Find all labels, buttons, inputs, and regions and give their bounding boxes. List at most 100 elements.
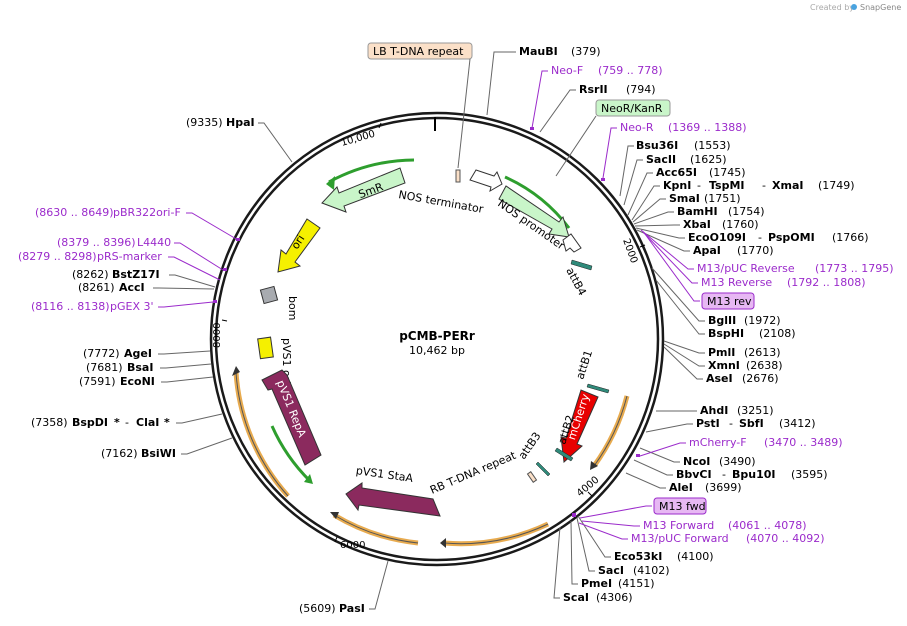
site-ahdi: AhdI <box>700 404 728 417</box>
bottom-right-orange-arc-line <box>443 523 549 545</box>
primer-l4440-range: (8379 .. 8396) <box>57 236 136 249</box>
primers: Neo-F (759 .. 778) Neo-R (1369 .. 1388) … <box>18 64 894 545</box>
site-bglii: BglII <box>708 314 736 327</box>
left-orange-arc-head <box>232 366 240 376</box>
nos-promoter-arrow <box>498 185 570 238</box>
lb-repeat-box-label: LB T-DNA repeat <box>373 45 464 58</box>
site-hpai: HpaI <box>226 116 255 129</box>
primer-m13puc-fwd-range: (4070 .. 4092) <box>746 532 825 545</box>
leader-m13puc-rev <box>640 229 694 270</box>
primer-l4440: L4440 <box>137 236 171 249</box>
plasmid-size: 10,462 bp <box>409 344 465 357</box>
right-orange-arc <box>591 395 630 468</box>
m13rev-box-label: M13 rev <box>707 295 752 308</box>
site-hpai-pos: (9335) <box>186 116 223 129</box>
m13rev-box <box>701 292 755 310</box>
backbone-outer-ring <box>209 111 665 567</box>
site-sacii-pos: (1625) <box>690 153 727 166</box>
site-bamhi-pos: (1754) <box>728 205 765 218</box>
l4440-mark <box>223 268 227 271</box>
site-bsu36i: Bsu36I <box>636 139 678 152</box>
leader-m13puc-fwd <box>578 522 628 540</box>
m13fwd-box <box>653 497 707 515</box>
tick-label-4000: 4000 <box>575 475 602 500</box>
primer-prs-marker-range: (8279 .. 8298) <box>18 250 97 263</box>
site-psti-sep: - <box>729 417 733 430</box>
right-orange-arc-head <box>590 461 598 470</box>
site-sacii: SacII <box>646 153 676 166</box>
site-asei-pos: (2676) <box>742 372 779 385</box>
pvs1-staa-label: pVS1 StaA <box>355 464 414 485</box>
neo-f-mark <box>530 127 534 130</box>
bottom-right-orange-arc-head <box>440 538 446 548</box>
site-bsiwi: BsiWI <box>141 447 176 460</box>
leader-sacii <box>623 159 643 206</box>
smr-green-arc <box>328 158 415 184</box>
site-acc65i: Acc65I <box>656 166 697 179</box>
site-xbai: XbaI <box>683 218 711 231</box>
leader-xmni <box>663 343 705 367</box>
attb3-label: attB3 <box>516 430 544 462</box>
leader-bspdi <box>176 413 223 424</box>
site-xmni-pos: (2638) <box>746 359 783 372</box>
right-orange-arc-line <box>593 395 628 467</box>
rb-repeat-label: RB T-DNA repeat <box>428 449 518 497</box>
leader-prs-marker <box>168 256 221 281</box>
primer-neo-f: Neo-F <box>551 64 583 77</box>
site-tspmi-sep: - <box>762 179 766 192</box>
site-bstz17i-pos: (8262) <box>72 268 109 281</box>
m13-fwd-mark <box>572 513 576 517</box>
pbr322ori-mark <box>236 238 240 241</box>
nos-terminator-arrow <box>469 169 503 193</box>
leader-m13-rev <box>642 231 698 284</box>
site-bsai: BsaI <box>127 361 153 374</box>
leader-bstz17i <box>169 274 216 288</box>
left-orange-arc-line <box>235 371 289 497</box>
leader-saci <box>576 517 595 572</box>
leader-neo-r <box>602 127 617 179</box>
site-econi: EcoNI <box>120 375 155 388</box>
plasmid-name: pCMB-PERr <box>399 329 475 343</box>
site-bsiwi-pos: (7162) <box>101 447 138 460</box>
site-pasi-pos: (5609) <box>299 602 336 615</box>
tick-label-6000: 6000 <box>340 540 365 551</box>
site-apai-pos: (1770) <box>737 244 774 257</box>
site-bglii-pos: (1972) <box>744 314 781 327</box>
site-bspdi: BspDI <box>72 416 108 429</box>
ori-arrow <box>277 218 321 273</box>
left-green-arc <box>270 425 312 483</box>
leader-bsiwi <box>181 437 233 455</box>
pvs1-staa-arrow <box>345 482 441 517</box>
leader-asei <box>663 346 703 380</box>
neor-box-label: NeoR/KanR <box>601 102 663 115</box>
leader-pgex3 <box>158 301 214 308</box>
attb2-marker <box>554 447 574 462</box>
site-maubi-pos: (379) <box>571 45 601 58</box>
left-green-arc-head <box>304 474 313 484</box>
bottom-orange-arc-line <box>333 514 419 544</box>
lb-repeat-box <box>367 42 473 60</box>
site-pasi: PasI <box>339 602 365 615</box>
site-ncoi-pos: (3490) <box>719 455 756 468</box>
smr-arrow <box>321 167 406 213</box>
primer-m13-fwd-range: (4061 .. 4078) <box>728 519 807 532</box>
leader-l4440 <box>174 242 224 271</box>
site-bspdi-mark: * <box>114 416 120 429</box>
leader-apai <box>636 229 690 252</box>
neor-box <box>595 99 671 117</box>
site-kpni-sep: - <box>697 179 701 192</box>
lb-repeat-leader <box>457 58 471 169</box>
site-ahdi-pos: (3251) <box>737 404 774 417</box>
leader-smai <box>632 198 666 223</box>
pvs1-oriv-box <box>257 336 274 360</box>
primer-m13-fwd: M13 Forward <box>643 519 714 532</box>
site-acci: AccI <box>119 281 145 294</box>
site-bbvci: BbvCI <box>676 468 712 481</box>
leader-bbvci <box>633 459 673 476</box>
leader-neo-f <box>531 70 548 129</box>
leader-agei <box>158 350 211 355</box>
site-smai: SmaI <box>669 192 700 205</box>
site-scai-pos: (4306) <box>596 591 633 604</box>
site-bbvci-pos: (3595) <box>791 468 828 481</box>
